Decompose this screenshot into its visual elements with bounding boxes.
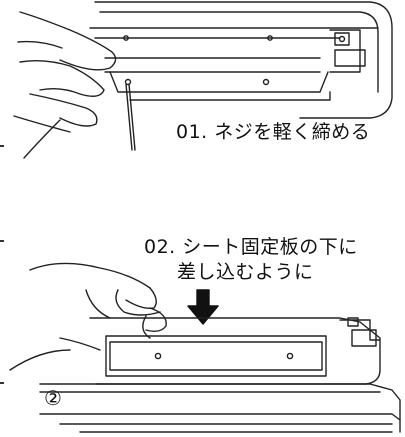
screw-icon bbox=[124, 78, 132, 86]
screw-icon bbox=[154, 352, 162, 360]
step-number-marker: ② bbox=[44, 386, 62, 410]
screw-icon bbox=[267, 35, 273, 41]
device-body-top bbox=[89, 1, 393, 119]
hand-icon bbox=[9, 262, 167, 371]
screw-icon bbox=[286, 352, 294, 360]
edge-mark bbox=[0, 382, 4, 384]
screwdriver-icon bbox=[125, 83, 136, 151]
edge-mark bbox=[0, 145, 4, 147]
down-arrow-icon bbox=[187, 289, 219, 325]
device-body-bottom bbox=[39, 317, 401, 433]
step-2-caption-line2: 差し込むように bbox=[177, 261, 314, 283]
hand-icon bbox=[13, 11, 117, 159]
screw-icon bbox=[123, 35, 129, 41]
screw-icon bbox=[262, 78, 270, 86]
step-1-caption: 01. ネジを軽く締める bbox=[176, 121, 371, 143]
step-2-caption-line1: 02. シート固定板の下に bbox=[144, 236, 358, 258]
edge-mark bbox=[0, 240, 4, 242]
